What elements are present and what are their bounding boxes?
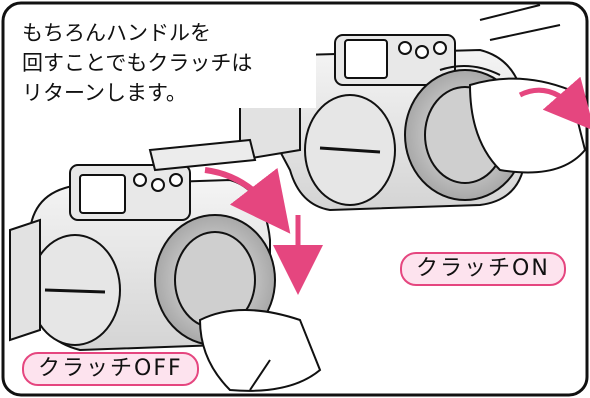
clutch-on-label: クラッチON — [400, 252, 566, 286]
crank-arrow-icon — [204, 167, 291, 234]
reel-clutch-off — [9, 138, 322, 392]
rotation-arrow-icon — [518, 76, 590, 131]
clutch-off-label: クラッチOFF — [22, 352, 199, 386]
reel-clutch-on — [239, 4, 587, 212]
caption-text: もちろんハンドルを 回すことでもクラッチは リターンします。 — [18, 18, 316, 108]
